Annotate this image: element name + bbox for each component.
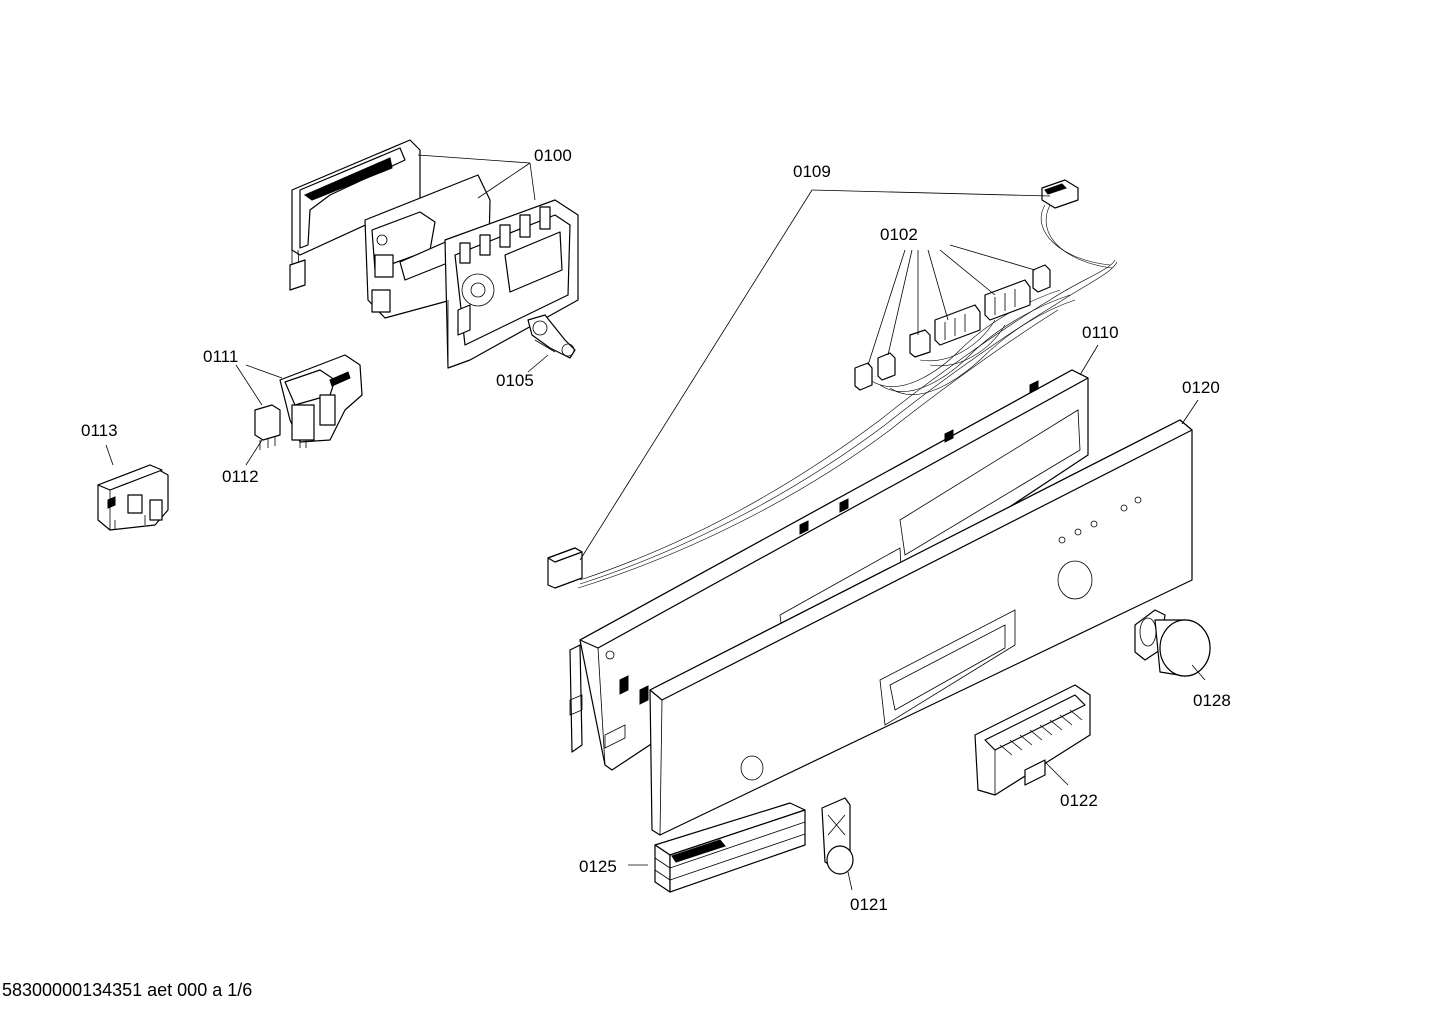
- callout-0113: 0113: [81, 421, 118, 440]
- callout-0100: 0100: [534, 146, 572, 165]
- callout-0105: 0105: [496, 371, 534, 390]
- drawing-reference-footer: 58300000134351 aet 000 a 1/6: [2, 980, 253, 1000]
- callout-0120: 0120: [1182, 378, 1220, 397]
- callout-0109: 0109: [793, 162, 831, 181]
- part-0105-encoder: [527, 314, 576, 359]
- callout-0125: 0125: [579, 857, 617, 876]
- callout-0128: 0128: [1193, 691, 1231, 710]
- part-0102-connectors: [854, 264, 1051, 391]
- leader-lines: [105, 154, 1206, 891]
- callout-0121: 0121: [850, 895, 888, 914]
- part-0100-electronic-module: [289, 139, 579, 369]
- part-0125-strips: [654, 802, 806, 893]
- part-0121-button: [821, 797, 854, 875]
- part-0113-switch-block: [97, 464, 169, 531]
- part-0112-relay: [254, 404, 281, 450]
- part-0111-switch: [279, 354, 363, 448]
- callout-0110: 0110: [1082, 323, 1119, 342]
- callout-0122: 0122: [1060, 791, 1098, 810]
- part-0128-knob: [1134, 609, 1211, 677]
- callout-0111: 0111: [203, 347, 238, 366]
- callout-labels: 0100 0105 0109 0102 0110 0111 0112 0113 …: [81, 146, 1231, 914]
- part-0122-key-block: [974, 684, 1091, 796]
- part-0120-fascia-panel: [649, 419, 1193, 836]
- callout-0102: 0102: [880, 225, 918, 244]
- callout-0112: 0112: [222, 467, 259, 486]
